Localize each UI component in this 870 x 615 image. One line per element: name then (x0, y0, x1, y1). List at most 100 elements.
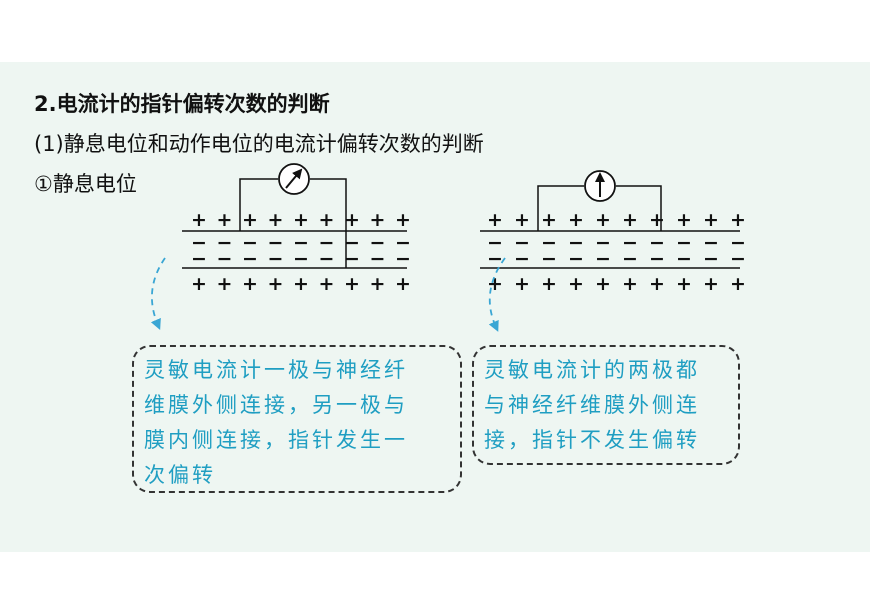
plus-charge: + (242, 273, 258, 295)
plus-charge: + (395, 273, 411, 295)
right-bottom-minus-row: −−−−−−−−−− (487, 248, 746, 270)
plus-charge: + (649, 273, 665, 295)
left-electrode-inner (310, 178, 347, 268)
plus-charge: + (703, 209, 719, 231)
left-explanation-box: 灵敏电流计一极与神经纤 维膜外侧连接，另一极与 膜内侧连接，指针发生一 次偏转 (132, 345, 462, 493)
left-top-minus-row: −−−−−−−−− (191, 232, 411, 254)
minus-charge: − (514, 232, 530, 254)
plus-charge: + (268, 273, 284, 295)
right-galvanometer-icon (584, 170, 616, 202)
right-electrode-b (616, 185, 662, 231)
plus-charge: + (568, 209, 584, 231)
slide-background (0, 62, 870, 552)
plus-charge: + (242, 209, 258, 231)
minus-charge: − (568, 248, 584, 270)
minus-charge: − (541, 248, 557, 270)
plus-charge: + (622, 209, 638, 231)
minus-charge: − (191, 248, 207, 270)
minus-charge: − (191, 232, 207, 254)
plus-charge: + (595, 209, 611, 231)
minus-charge: − (293, 232, 309, 254)
plus-charge: + (568, 273, 584, 295)
minus-charge: − (595, 232, 611, 254)
left-top-plus-row: + + + + + + + + + (191, 209, 411, 231)
left-electrode-outer (239, 178, 278, 231)
minus-charge: − (676, 232, 692, 254)
plus-charge: + (268, 209, 284, 231)
plus-charge: + (191, 209, 207, 231)
minus-charge: − (514, 248, 530, 270)
minus-charge: − (319, 248, 335, 270)
minus-charge: − (268, 232, 284, 254)
plus-charge: + (370, 209, 386, 231)
minus-charge: − (344, 248, 360, 270)
section-heading: 2.电流计的指针偏转次数的判断 (34, 92, 330, 116)
plus-charge: + (319, 209, 335, 231)
plus-charge: + (487, 209, 503, 231)
left-galvanometer-icon (278, 163, 310, 195)
minus-charge: − (370, 248, 386, 270)
minus-charge: − (293, 248, 309, 270)
plus-charge: + (344, 273, 360, 295)
plus-charge: + (541, 273, 557, 295)
minus-charge: − (268, 248, 284, 270)
plus-charge: + (703, 273, 719, 295)
minus-charge: − (319, 232, 335, 254)
plus-charge: + (344, 209, 360, 231)
minus-charge: − (242, 248, 258, 270)
plus-charge: + (395, 209, 411, 231)
minus-charge: − (649, 232, 665, 254)
right-pointer-arrow (488, 257, 506, 332)
minus-charge: − (217, 232, 233, 254)
plus-charge: + (293, 209, 309, 231)
right-explanation-box: 灵敏电流计的两极都 与神经纤维膜外侧连 接，指针不发生偏转 (472, 345, 740, 465)
plus-charge: + (730, 209, 746, 231)
plus-charge: + (622, 273, 638, 295)
minus-charge: − (703, 248, 719, 270)
item-label: ①静息电位 (34, 172, 137, 196)
plus-charge: + (217, 209, 233, 231)
minus-charge: − (487, 232, 503, 254)
plus-charge: + (676, 209, 692, 231)
right-fiber: ++++++++++ −−−−−−−−−− −−−−−−−−−− +++++++… (480, 170, 746, 332)
plus-charge: + (293, 273, 309, 295)
minus-charge: − (595, 248, 611, 270)
minus-charge: − (217, 248, 233, 270)
minus-charge: − (730, 248, 746, 270)
minus-charge: − (242, 232, 258, 254)
plus-charge: + (676, 273, 692, 295)
right-electrode-a (537, 185, 584, 231)
minus-charge: − (344, 232, 360, 254)
minus-charge: − (730, 232, 746, 254)
minus-charge: − (649, 248, 665, 270)
minus-charge: − (703, 232, 719, 254)
right-top-plus-row: + + + + + + + + + + (487, 209, 746, 231)
plus-charge: + (649, 209, 665, 231)
plus-charge: + (370, 273, 386, 295)
minus-charge: − (568, 232, 584, 254)
plus-charge: + (217, 273, 233, 295)
minus-charge: − (487, 248, 503, 270)
minus-charge: − (622, 232, 638, 254)
sub-heading: (1)静息电位和动作电位的电流计偏转次数的判断 (34, 132, 484, 156)
left-fiber: +++++++++ −−−−−−−−− −−−−−−−−− +++++++++ (150, 163, 411, 330)
plus-charge: + (595, 273, 611, 295)
plus-charge: + (319, 273, 335, 295)
right-top-minus-row: −−−−−−−−−− (487, 232, 746, 254)
left-bottom-minus-row: −−−−−−−−− (191, 248, 411, 270)
minus-charge: − (622, 248, 638, 270)
plus-charge: + (514, 273, 530, 295)
right-bottom-plus-row: ++++++++++ (487, 273, 746, 295)
minus-charge: − (541, 232, 557, 254)
minus-charge: − (395, 248, 411, 270)
plus-charge: + (541, 209, 557, 231)
minus-charge: − (370, 232, 386, 254)
plus-charge: + (730, 273, 746, 295)
plus-charge: + (514, 209, 530, 231)
plus-charge: + (191, 273, 207, 295)
minus-charge: − (395, 232, 411, 254)
left-bottom-plus-row: + + + + + + + + + (191, 273, 411, 295)
left-pointer-arrow (150, 257, 166, 330)
minus-charge: − (676, 248, 692, 270)
